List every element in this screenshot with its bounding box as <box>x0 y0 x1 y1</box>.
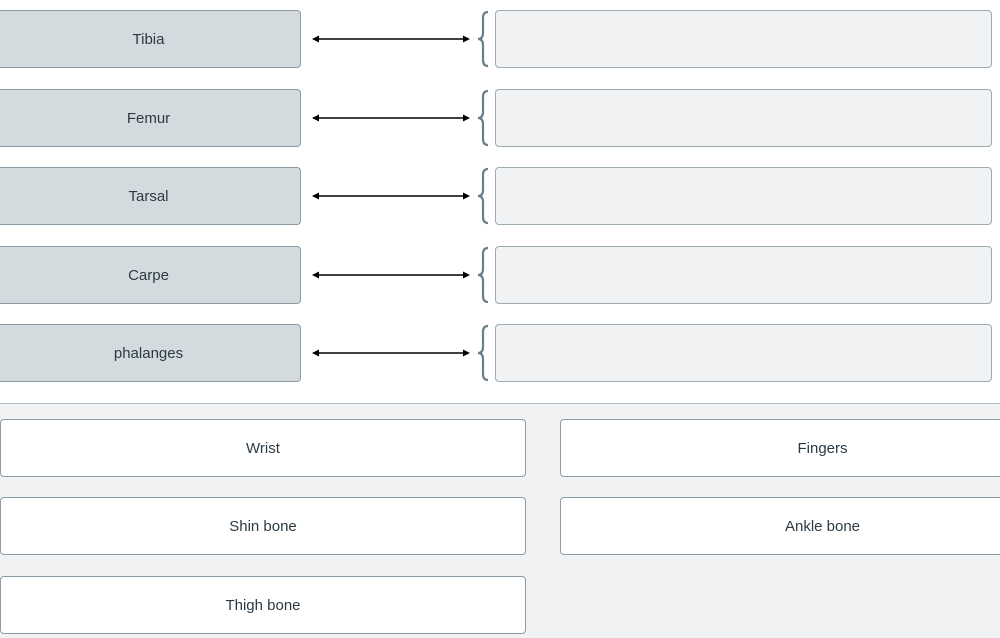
prompt-tarsal: Tarsal <box>0 167 301 225</box>
choice-shin-bone[interactable]: Shin bone <box>0 497 526 555</box>
match-row: Carpe <box>0 246 1000 306</box>
choice-wrist[interactable]: Wrist <box>0 419 526 477</box>
choice-label: Thigh bone <box>225 596 301 614</box>
choice-label: Ankle bone <box>784 517 861 535</box>
prompt-label: Tarsal <box>128 187 169 205</box>
answer-bank: Wrist Fingers Shin bone Ankle bone Thigh… <box>0 403 1000 638</box>
left-brace-icon <box>477 167 489 225</box>
drop-zone-tarsal[interactable] <box>495 167 992 225</box>
prompt-label: Carpe <box>128 266 169 284</box>
choice-label: Shin bone <box>229 517 297 535</box>
left-brace-icon <box>477 246 489 304</box>
choice-label: Fingers <box>797 439 848 457</box>
left-brace-icon <box>477 324 489 382</box>
drop-zone-phalanges[interactable] <box>495 324 992 382</box>
left-brace-icon <box>477 89 489 147</box>
prompt-label: Tibia <box>132 30 165 48</box>
drop-zone-carpe[interactable] <box>495 246 992 304</box>
prompt-tibia: Tibia <box>0 10 301 68</box>
choice-fingers[interactable]: Fingers <box>560 419 1000 477</box>
double-arrow-icon <box>312 114 470 122</box>
prompt-label: phalanges <box>113 344 184 362</box>
choice-ankle-bone[interactable]: Ankle bone <box>560 497 1000 555</box>
prompt-carpe: Carpe <box>0 246 301 304</box>
left-brace-icon <box>477 10 489 68</box>
choice-thigh-bone[interactable]: Thigh bone <box>0 576 526 634</box>
prompt-femur: Femur <box>0 89 301 147</box>
prompt-phalanges: phalanges <box>0 324 301 382</box>
match-row: Femur <box>0 89 1000 149</box>
match-row: Tarsal <box>0 167 1000 227</box>
match-area: Tibia Femur <box>0 10 1000 384</box>
double-arrow-icon <box>312 271 470 279</box>
drop-zone-femur[interactable] <box>495 89 992 147</box>
choice-label: Wrist <box>246 439 280 457</box>
double-arrow-icon <box>312 35 470 43</box>
double-arrow-icon <box>312 192 470 200</box>
match-row: phalanges <box>0 324 1000 384</box>
double-arrow-icon <box>312 349 470 357</box>
prompt-label: Femur <box>126 109 171 127</box>
match-row: Tibia <box>0 10 1000 70</box>
drop-zone-tibia[interactable] <box>495 10 992 68</box>
